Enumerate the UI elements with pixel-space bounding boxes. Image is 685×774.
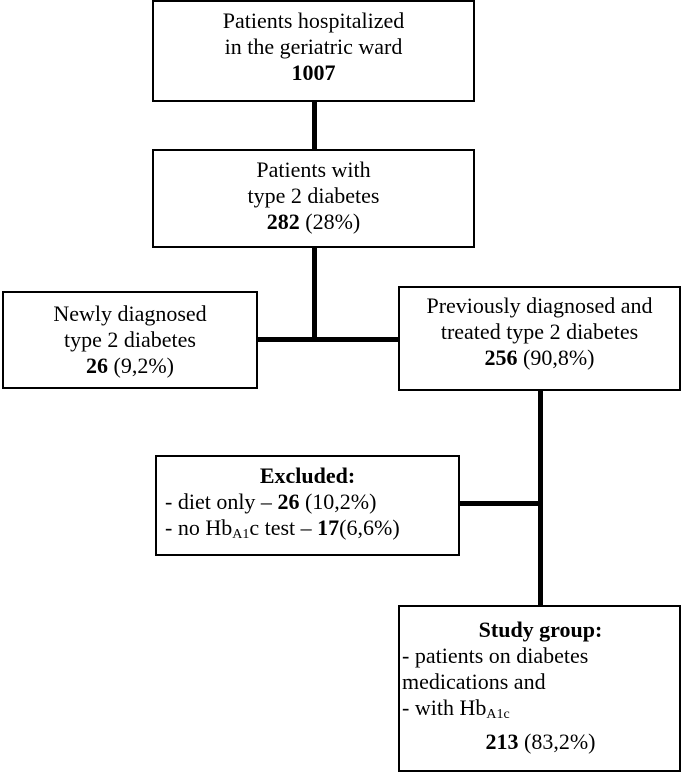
study-title: Study group: bbox=[478, 617, 603, 642]
box-previously-diagnosed: Previously diagnosed and treated type 2 … bbox=[398, 286, 681, 391]
previously-count: 256 bbox=[484, 345, 518, 370]
study-pct: (83,2%) bbox=[518, 729, 596, 754]
connector-top bbox=[312, 100, 317, 150]
excluded-item2-count: 17 bbox=[317, 515, 340, 540]
newly-line2: type 2 diabetes bbox=[64, 327, 196, 352]
box-newly-diagnosed: Newly diagnosed type 2 diabetes 26 (9,2%… bbox=[2, 291, 258, 389]
excluded-item1-pct: (10,2%) bbox=[299, 489, 377, 514]
hospitalized-line2: in the geriatric ward bbox=[224, 34, 403, 59]
newly-count: 26 bbox=[86, 353, 108, 378]
study-count: 213 bbox=[485, 729, 519, 754]
excluded-item2-post: c test – bbox=[249, 515, 318, 540]
study-line1: - patients on diabetes bbox=[402, 643, 589, 668]
connector-mid bbox=[312, 246, 317, 342]
type2-pct: (28%) bbox=[305, 209, 361, 234]
type2-line1: Patients with bbox=[256, 157, 371, 182]
excluded-item2-sub: A1 bbox=[232, 527, 250, 542]
box-excluded: Excluded: - diet only – 26 (10,2%) - no … bbox=[155, 455, 460, 556]
excluded-title: Excluded: bbox=[259, 463, 356, 488]
connector-vertical-right bbox=[538, 390, 543, 607]
newly-line1: Newly diagnosed bbox=[53, 301, 207, 326]
box-hospitalized: Patients hospitalized in the geriatric w… bbox=[152, 0, 475, 102]
study-line3-pre: - with Hb bbox=[402, 695, 487, 720]
previously-pct: (90,8%) bbox=[523, 345, 595, 370]
previously-line2: treated type 2 diabetes bbox=[440, 319, 639, 344]
study-line3-sub: A1c bbox=[486, 707, 510, 722]
excluded-item1-text: - diet only – bbox=[165, 489, 278, 514]
study-line2: medications and bbox=[402, 669, 546, 694]
newly-pct: (9,2%) bbox=[113, 353, 174, 378]
excluded-item1-count: 26 bbox=[277, 489, 300, 514]
excluded-item2-pct: (6,6%) bbox=[339, 515, 400, 540]
connector-excluded bbox=[458, 501, 540, 506]
connector-horizontal-branch bbox=[256, 337, 400, 342]
previously-line1: Previously diagnosed and bbox=[426, 293, 653, 318]
type2-count: 282 bbox=[266, 209, 300, 234]
hospitalized-line1: Patients hospitalized bbox=[222, 8, 405, 33]
box-study-group: Study group: - patients on diabetes medi… bbox=[398, 605, 681, 772]
type2-line2: type 2 diabetes bbox=[247, 183, 380, 208]
excluded-item2-pre: - no Hb bbox=[165, 515, 233, 540]
box-type2: Patients with type 2 diabetes 282 (28%) bbox=[152, 149, 475, 248]
hospitalized-count: 1007 bbox=[291, 60, 336, 85]
